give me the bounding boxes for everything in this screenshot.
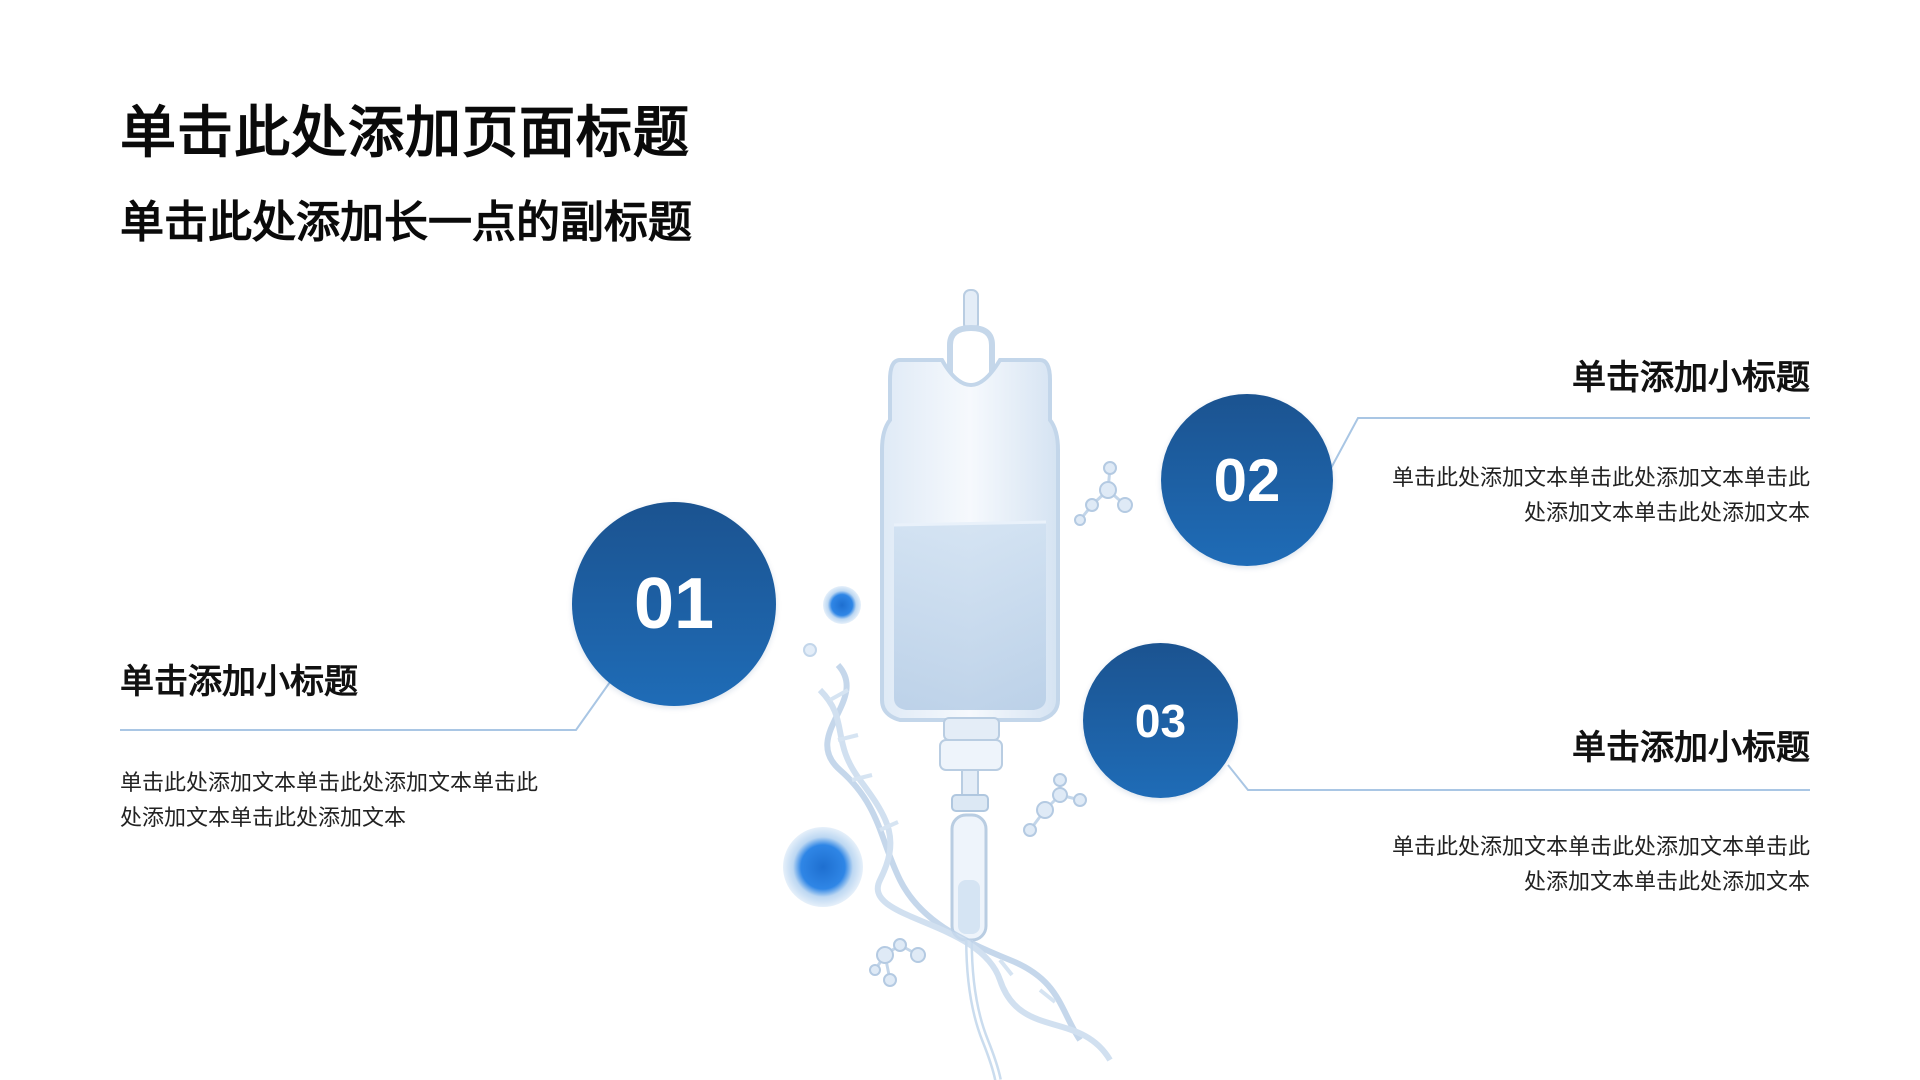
connector-line-02 <box>1329 417 1810 471</box>
number-badge-01: 01 <box>572 502 776 706</box>
item-heading-01[interactable]: 单击添加小标题 <box>120 662 358 702</box>
connector-line-03 <box>1227 764 1810 791</box>
number-badge-02: 02 <box>1161 394 1333 566</box>
page-title[interactable]: 单击此处添加页面标题 <box>120 101 690 166</box>
number-badge-03: 03 <box>1083 643 1238 798</box>
item-heading-02[interactable]: 单击添加小标题 <box>1572 358 1810 398</box>
number-label: 01 <box>633 564 715 644</box>
item-body-01[interactable]: 单击此处添加文本单击此处添加文本单击此处添加文本单击此处添加文本 <box>120 771 539 831</box>
molecule-icon <box>1074 461 1133 526</box>
item-body-02[interactable]: 单击此处添加文本单击此处添加文本单击此处添加文本单击此处添加文本 <box>1391 466 1810 526</box>
number-label: 02 <box>1213 446 1281 514</box>
cell-icon <box>783 586 863 907</box>
number-label: 03 <box>1134 694 1187 747</box>
item-heading-03[interactable]: 单击添加小标题 <box>1572 728 1810 768</box>
item-body-03[interactable]: 单击此处添加文本单击此处添加文本单击此处添加文本单击此处添加文本 <box>1391 835 1810 895</box>
connector-line-01 <box>120 681 611 731</box>
dna-helix-icon <box>817 662 1113 1062</box>
page-subtitle[interactable]: 单击此处添加长一点的副标题 <box>120 197 692 248</box>
